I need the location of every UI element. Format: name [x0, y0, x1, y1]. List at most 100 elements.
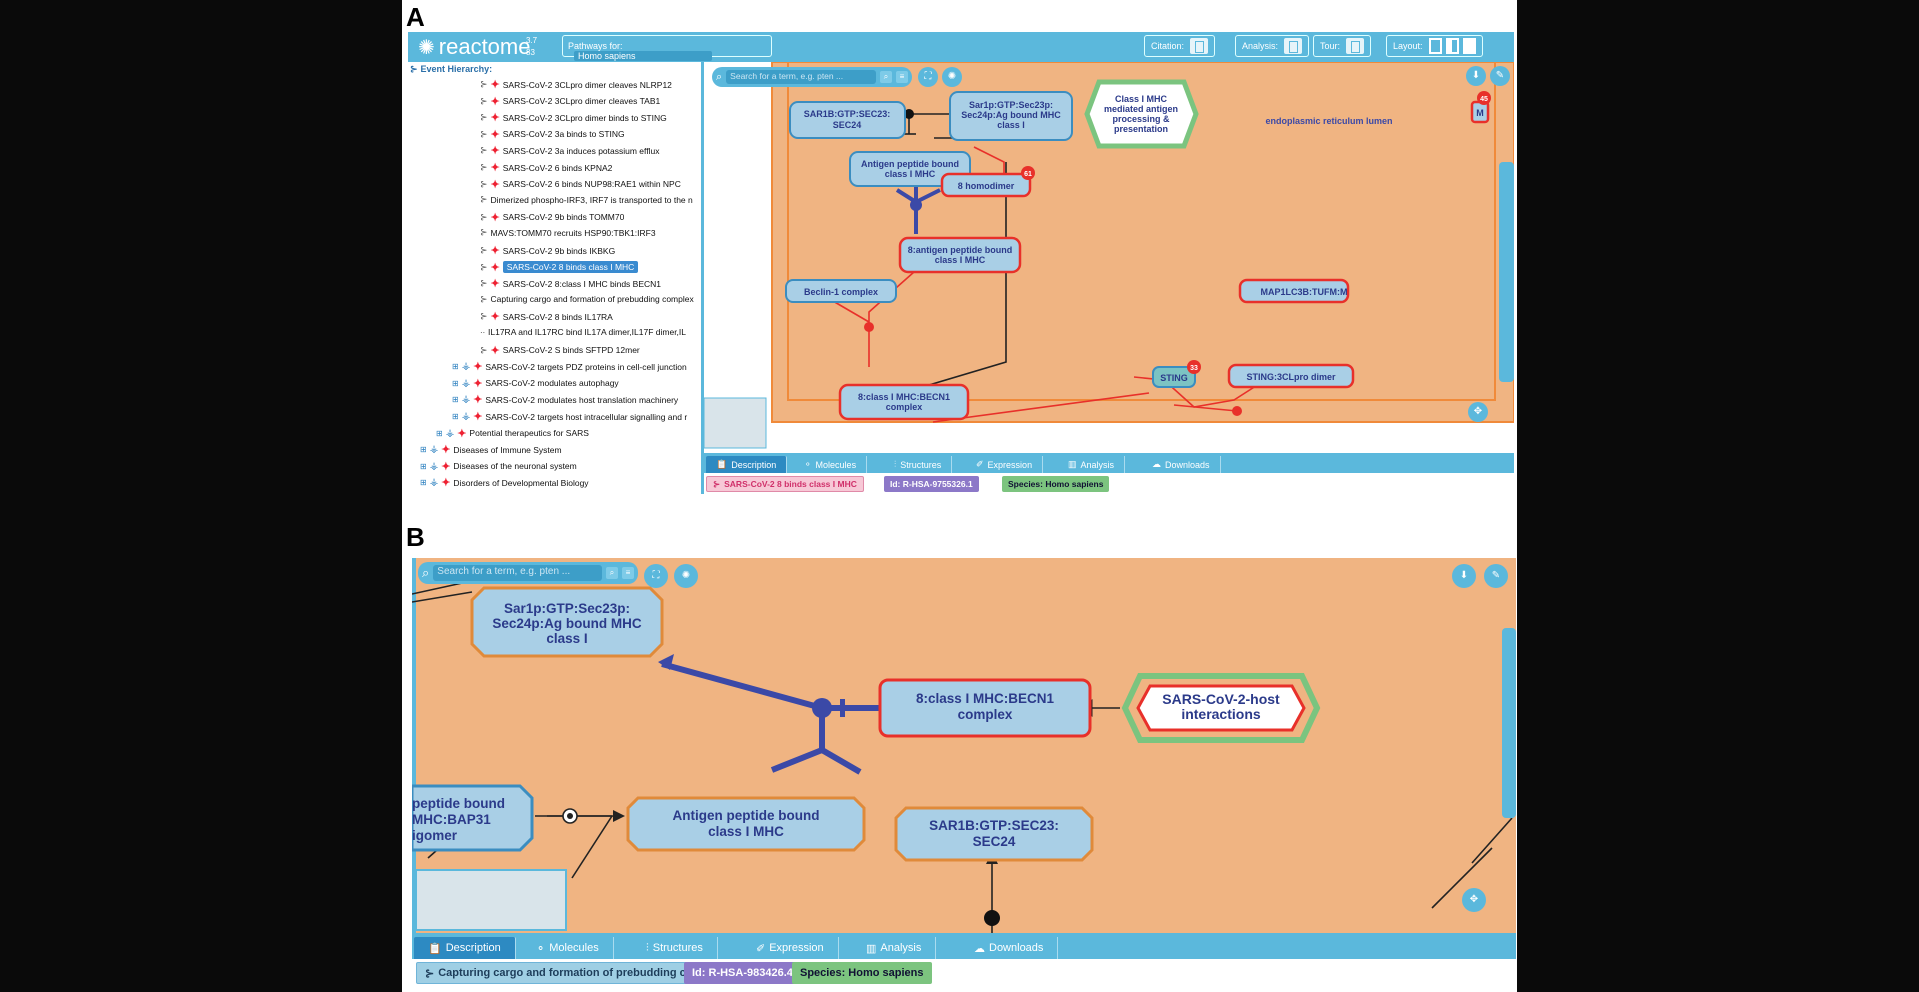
event-name-badge-a[interactable]: ⊱SARS-CoV-2 8 binds class I MHC	[706, 476, 864, 492]
tree-item[interactable]: ∙∙IL17RA and IL17RC bind IL17A dimer,IL1…	[480, 327, 686, 337]
tree-item[interactable]: ⊱✦SARS-CoV-2 8 binds IL17RA	[480, 310, 613, 323]
tree-item[interactable]: ⊱✦SARS-CoV-2 3CLpro dimer cleaves TAB1	[480, 95, 660, 108]
tree-item[interactable]: ⊱✦SARS-CoV-2 3CLpro dimer cleaves NLRP12	[480, 78, 672, 91]
node-beclin1[interactable]	[785, 279, 897, 303]
search-options-icon[interactable]: ≡	[896, 71, 908, 83]
node-sar1p-a[interactable]	[949, 91, 1073, 141]
tree-item[interactable]: ⊞⚶✦Disorders of Developmental Biology	[420, 476, 589, 489]
node-map1lc3b[interactable]	[1238, 278, 1350, 304]
expand-icon[interactable]: ⊞	[452, 362, 459, 372]
tree-item[interactable]: ⊞⚶✦Potential therapeutics for SARS	[436, 427, 589, 440]
species-selector[interactable]: Pathways for: Homo sapiens	[562, 35, 772, 61]
tab-expression[interactable]: ✐Expression	[966, 456, 1044, 473]
tab-downloads[interactable]: ☁Downloads	[960, 937, 1059, 959]
expand-icon[interactable]: ⊞	[420, 478, 427, 488]
node-antigen-b[interactable]	[626, 796, 866, 852]
tab-analysis[interactable]: ▥Analysis	[1058, 456, 1126, 473]
node-8-antigen-complex[interactable]	[898, 236, 1022, 274]
node-sting[interactable]	[1152, 366, 1196, 388]
diagram-thumbnail-b[interactable]	[415, 869, 567, 931]
tree-item[interactable]: ⊱Dimerized phospho-IRF3, IRF7 is transpo…	[480, 194, 693, 205]
diagram-search-bar-a[interactable]: ⌕ Search for a term, e.g. pten ... ⌕ ≡	[712, 67, 912, 87]
tab-description[interactable]: 📋Description	[706, 456, 788, 473]
search-input-b[interactable]: Search for a term, e.g. pten ...	[433, 565, 602, 581]
tree-item[interactable]: ⊱MAVS:TOMM70 recruits HSP90:TBK1:IRF3	[480, 227, 656, 238]
tree-item[interactable]: ⊞⚶✦SARS-CoV-2 modulates host translation…	[452, 393, 678, 406]
id-badge-b[interactable]: Id: R-HSA-983426.4	[684, 962, 801, 984]
tree-item[interactable]: ⊱✦SARS-CoV-2 3a binds to STING	[480, 128, 625, 141]
node-sting-3clpro[interactable]	[1227, 363, 1355, 389]
compass-icon[interactable]: ✎	[1490, 66, 1510, 86]
tab-downloads[interactable]: ☁Downloads	[1142, 456, 1221, 473]
search-input[interactable]: Search for a term, e.g. pten ...	[726, 70, 876, 84]
expand-icon[interactable]: ⊞	[436, 428, 443, 438]
tree-item[interactable]: ⊱✦SARS-CoV-2 8 binds class I MHC	[480, 261, 639, 274]
tree-item[interactable]: ⊱Capturing cargo and formation of prebud…	[480, 294, 694, 305]
tab-structures[interactable]: ⫶Structures	[632, 937, 718, 959]
tree-item[interactable]: ⊱✦SARS-CoV-2 6 binds KPNA2	[480, 161, 612, 174]
tree-item[interactable]: ⊱✦SARS-CoV-2 3CLpro dimer binds to STING	[480, 111, 667, 124]
node-becn1-complex-a[interactable]	[838, 383, 970, 421]
pathway-overview-icon-b[interactable]: ✺	[674, 564, 698, 588]
node-antigen-a[interactable]	[849, 151, 971, 187]
expand-icon[interactable]: ⊞	[420, 445, 427, 455]
layout-selector[interactable]: Layout:	[1386, 35, 1483, 57]
pathway-diagram-a[interactable]: SAR1B:GTP:SEC23:SEC24 Sar1p:GTP:Sec23p:S…	[704, 62, 1514, 461]
node-8-homodimer[interactable]	[940, 172, 1032, 198]
node-sar1p-b[interactable]	[470, 586, 664, 658]
species-badge-a[interactable]: Species: Homo sapiens	[1002, 476, 1110, 492]
search-go-icon-b[interactable]: ⌕	[606, 567, 618, 579]
pathway-overview-icon[interactable]: ✺	[942, 67, 962, 87]
tree-item[interactable]: ⊱✦SARS-CoV-2 6 binds NUP98:RAE1 within N…	[480, 178, 681, 191]
fit-diagram-icon-b[interactable]: ⛶	[644, 564, 668, 588]
tab-structures[interactable]: ⫶Structures	[884, 456, 953, 473]
tree-item[interactable]: ⊱✦SARS-CoV-2 9b binds IKBKG	[480, 244, 615, 257]
tab-description[interactable]: 📋Description	[414, 937, 516, 959]
diagram-thumbnail-a[interactable]	[704, 397, 767, 449]
expand-icon[interactable]: ⊞	[420, 461, 427, 471]
tree-item[interactable]: ⊞⚶✦SARS-CoV-2 modulates autophagy	[452, 377, 619, 390]
node-sar1b-b[interactable]	[894, 806, 1094, 862]
tree-item[interactable]: ⊱✦SARS-CoV-2 3a induces potassium efflux	[480, 144, 659, 157]
node-becn1-b[interactable]	[878, 678, 1092, 738]
citation-button[interactable]: Citation:	[1144, 35, 1216, 57]
node-mhc-processing[interactable]	[1084, 79, 1199, 149]
expand-icon[interactable]: ⊞	[452, 412, 459, 421]
pan-controls-icon[interactable]: ✥	[1468, 402, 1488, 422]
node-sar1b-a[interactable]	[789, 101, 906, 139]
tree-item[interactable]: ⊱✦SARS-CoV-2 S binds SFTPD 12mer	[480, 344, 640, 357]
layout-3-icon[interactable]	[1462, 38, 1476, 54]
layout-2-icon[interactable]	[1445, 38, 1459, 54]
tree-item[interactable]: ⊞⚶✦Diseases of Immune System	[420, 443, 562, 456]
tour-button[interactable]: Tour:	[1313, 35, 1372, 57]
species-badge-b[interactable]: Species: Homo sapiens	[792, 962, 932, 984]
compass-icon-b[interactable]: ✎	[1484, 564, 1508, 588]
node-bap31-b[interactable]	[412, 784, 534, 852]
download-icon-b[interactable]: ⬇	[1452, 564, 1476, 588]
diagram-search-bar-b[interactable]: ⌕ Search for a term, e.g. pten ... ⌕ ≡	[418, 562, 638, 584]
search-options-icon-b[interactable]: ≡	[622, 567, 634, 579]
tab-analysis[interactable]: ▥Analysis	[852, 937, 937, 959]
tree-item[interactable]: ⊱✦SARS-CoV-2 8:class I MHC binds BECN1	[480, 277, 661, 290]
fit-diagram-icon[interactable]: ⛶	[918, 67, 938, 87]
pan-controls-icon-b[interactable]: ✥	[1462, 888, 1486, 912]
tree-item[interactable]: ⊞⚶✦SARS-CoV-2 targets host intracellular…	[452, 410, 687, 423]
download-icon[interactable]: ⬇	[1466, 66, 1486, 86]
expand-icon[interactable]: ⊞	[452, 395, 459, 405]
search-go-icon[interactable]: ⌕	[880, 71, 892, 83]
species-select[interactable]: Homo sapiens	[574, 51, 712, 61]
analysis-button[interactable]: Analysis:	[1235, 35, 1310, 57]
id-badge-a[interactable]: Id: R-HSA-9755326.1	[884, 476, 979, 492]
tree-item[interactable]: ⊞⚶✦SARS-CoV-2 targets PDZ proteins in ce…	[452, 360, 687, 373]
side-panel-tab-b[interactable]	[1502, 628, 1516, 818]
tree-item[interactable]: ⊱✦SARS-CoV-2 9b binds TOMM70	[480, 211, 624, 224]
tab-molecules[interactable]: ⚬Molecules	[522, 937, 614, 959]
tab-expression[interactable]: ✐Expression	[742, 937, 839, 959]
tree-item[interactable]: ⊞⚶✦Diseases of the neuronal system	[420, 460, 577, 473]
event-name-badge-b[interactable]: ⊱Capturing cargo and formation of prebud…	[416, 962, 734, 984]
side-panel-tab[interactable]	[1499, 162, 1514, 382]
layout-1-icon[interactable]	[1428, 38, 1442, 54]
reactome-logo[interactable]: ✺ reactome	[418, 34, 530, 60]
tab-molecules[interactable]: ⚬Molecules	[794, 456, 868, 473]
